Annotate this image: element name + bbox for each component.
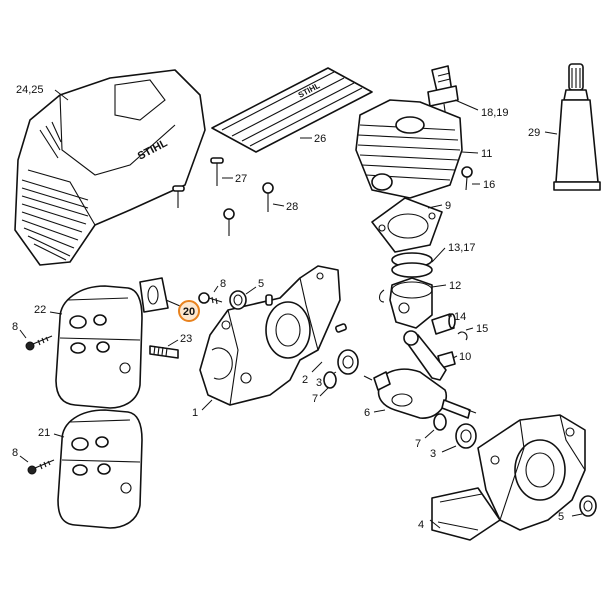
cylinder-gasket[interactable] [371, 197, 443, 253]
screw-8-muffler-22[interactable] [25, 335, 53, 351]
crankcase-right[interactable] [431, 414, 586, 541]
callout-1: 1 [192, 407, 198, 419]
callout-29: 29 [528, 127, 540, 139]
piston-pin[interactable] [431, 313, 456, 335]
screw-8-muffler-21[interactable] [27, 459, 55, 475]
callout-20: 20 [183, 306, 195, 318]
callout-5-top: 5 [258, 278, 264, 290]
spark-plug[interactable] [427, 65, 459, 119]
screw-16[interactable] [461, 166, 473, 191]
snap-ring[interactable] [457, 331, 468, 341]
callout-4: 4 [418, 519, 424, 531]
muffler-21[interactable] [57, 409, 143, 529]
shroud-grille [21, 121, 89, 261]
callout-8-top: 8 [220, 278, 226, 290]
crankcase-left[interactable] [199, 265, 341, 406]
callout-10: 10 [459, 351, 471, 363]
bearing-right[interactable] [455, 423, 477, 449]
callout-11: 11 [481, 148, 492, 160]
muffler-22[interactable] [55, 285, 143, 409]
callout-21: 21 [38, 427, 50, 439]
piston[interactable] [389, 277, 433, 329]
muffler-gasket[interactable] [139, 277, 169, 313]
callout-9: 9 [445, 200, 451, 212]
screw-28-front[interactable] [223, 208, 235, 236]
crankshaft[interactable] [363, 330, 477, 419]
callout-18-19: 18,19 [481, 107, 509, 119]
callout-5-right: 5 [558, 511, 564, 523]
oil-seal-5-top[interactable] [229, 290, 247, 310]
grease-tube[interactable] [553, 63, 601, 191]
callout-26: 26 [314, 133, 326, 145]
callout-23: 23 [180, 333, 192, 345]
callout-8-mid: 8 [12, 321, 18, 333]
dowel-pin[interactable] [335, 323, 347, 333]
callout-6: 6 [364, 407, 370, 419]
callout-15: 15 [476, 323, 488, 335]
seal-right[interactable] [433, 413, 447, 431]
callout-27: 27 [235, 173, 247, 185]
screw-27[interactable] [210, 157, 224, 186]
cylinder[interactable] [355, 99, 463, 199]
callout-3-left: 3 [316, 377, 322, 389]
dowel-pin-top[interactable] [265, 294, 273, 306]
screw-27-lower-shroud[interactable] [172, 185, 185, 208]
callout-7-right: 7 [415, 438, 421, 450]
callout-22: 22 [34, 304, 46, 316]
screw-28[interactable] [262, 182, 274, 212]
callout-7-left: 7 [312, 393, 318, 405]
shroud-cover[interactable]: STIHL [14, 69, 206, 266]
bearing-left[interactable] [337, 349, 359, 375]
callout-28: 28 [286, 201, 298, 213]
stud-bolt[interactable] [149, 345, 179, 359]
callout-8-bottom: 8 [12, 447, 18, 459]
oil-seal-5-right[interactable] [579, 495, 597, 517]
screw-8-crankcase[interactable] [198, 292, 223, 305]
seal-left[interactable] [323, 371, 337, 389]
callout-20-highlight[interactable]: 20 [178, 300, 200, 322]
piston-rings[interactable] [391, 252, 433, 278]
callout-13-17: 13,17 [448, 242, 476, 254]
decal-sheet[interactable]: STIHL [211, 67, 373, 153]
callout-2: 2 [302, 374, 308, 386]
callout-16: 16 [483, 179, 495, 191]
callout-24-25: 24,25 [16, 84, 44, 96]
callout-3-right: 3 [430, 448, 436, 460]
callout-12: 12 [449, 280, 461, 292]
callout-14: 14 [454, 311, 466, 323]
